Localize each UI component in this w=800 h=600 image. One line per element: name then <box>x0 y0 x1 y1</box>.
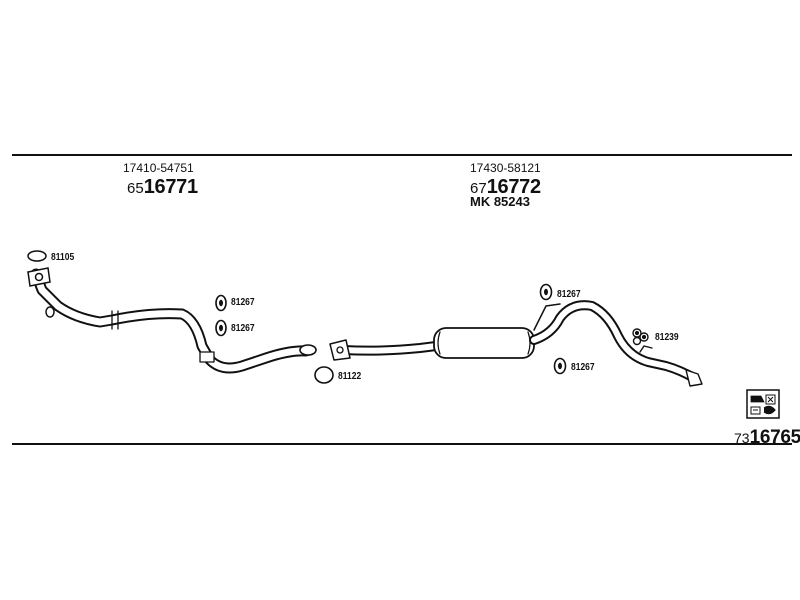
label-hanger-rear-top: 81267 <box>557 289 581 300</box>
front-pipe <box>30 268 317 374</box>
hanger-front-2-icon <box>215 319 227 337</box>
reference-number: 16765 <box>749 427 800 448</box>
hanger-rear-bottom-icon <box>553 357 567 375</box>
group-1-prefix: 65 <box>127 180 144 197</box>
label-gasket-front: 81105 <box>51 252 75 263</box>
gasket-81105-icon <box>27 250 47 262</box>
reference-prefix: 73 <box>734 430 750 446</box>
reference-part-number: 7316765 <box>734 428 800 447</box>
label-ring-mid: 81122 <box>338 371 362 382</box>
label-bolt-rear: 81239 <box>655 332 679 343</box>
hanger-front-1-icon <box>215 294 227 312</box>
rear-section <box>329 300 703 387</box>
group-1-oem-number: 17410-54751 <box>123 161 194 175</box>
group-2-prefix: 67 <box>470 180 487 197</box>
group-2-part-number: 6716772 <box>470 177 541 197</box>
catalogue-reference-icon <box>746 389 780 419</box>
group-2-number: 16772 <box>486 176 541 198</box>
hanger-rear-top-icon <box>539 283 553 301</box>
group-2-oem-number: 17430-58121 <box>470 161 541 175</box>
label-hanger-front-2: 81267 <box>231 323 255 334</box>
label-hanger-rear-bottom: 81267 <box>571 362 595 373</box>
group-1-part-number: 6516771 <box>127 177 198 197</box>
group-2-mounting-kit: MK 85243 <box>470 194 530 209</box>
front-flange <box>27 267 55 318</box>
bolt-81239-icon <box>632 328 649 346</box>
label-hanger-front-1: 81267 <box>231 297 255 308</box>
group-1-number: 16771 <box>143 176 198 198</box>
ring-81122-icon <box>314 366 334 384</box>
